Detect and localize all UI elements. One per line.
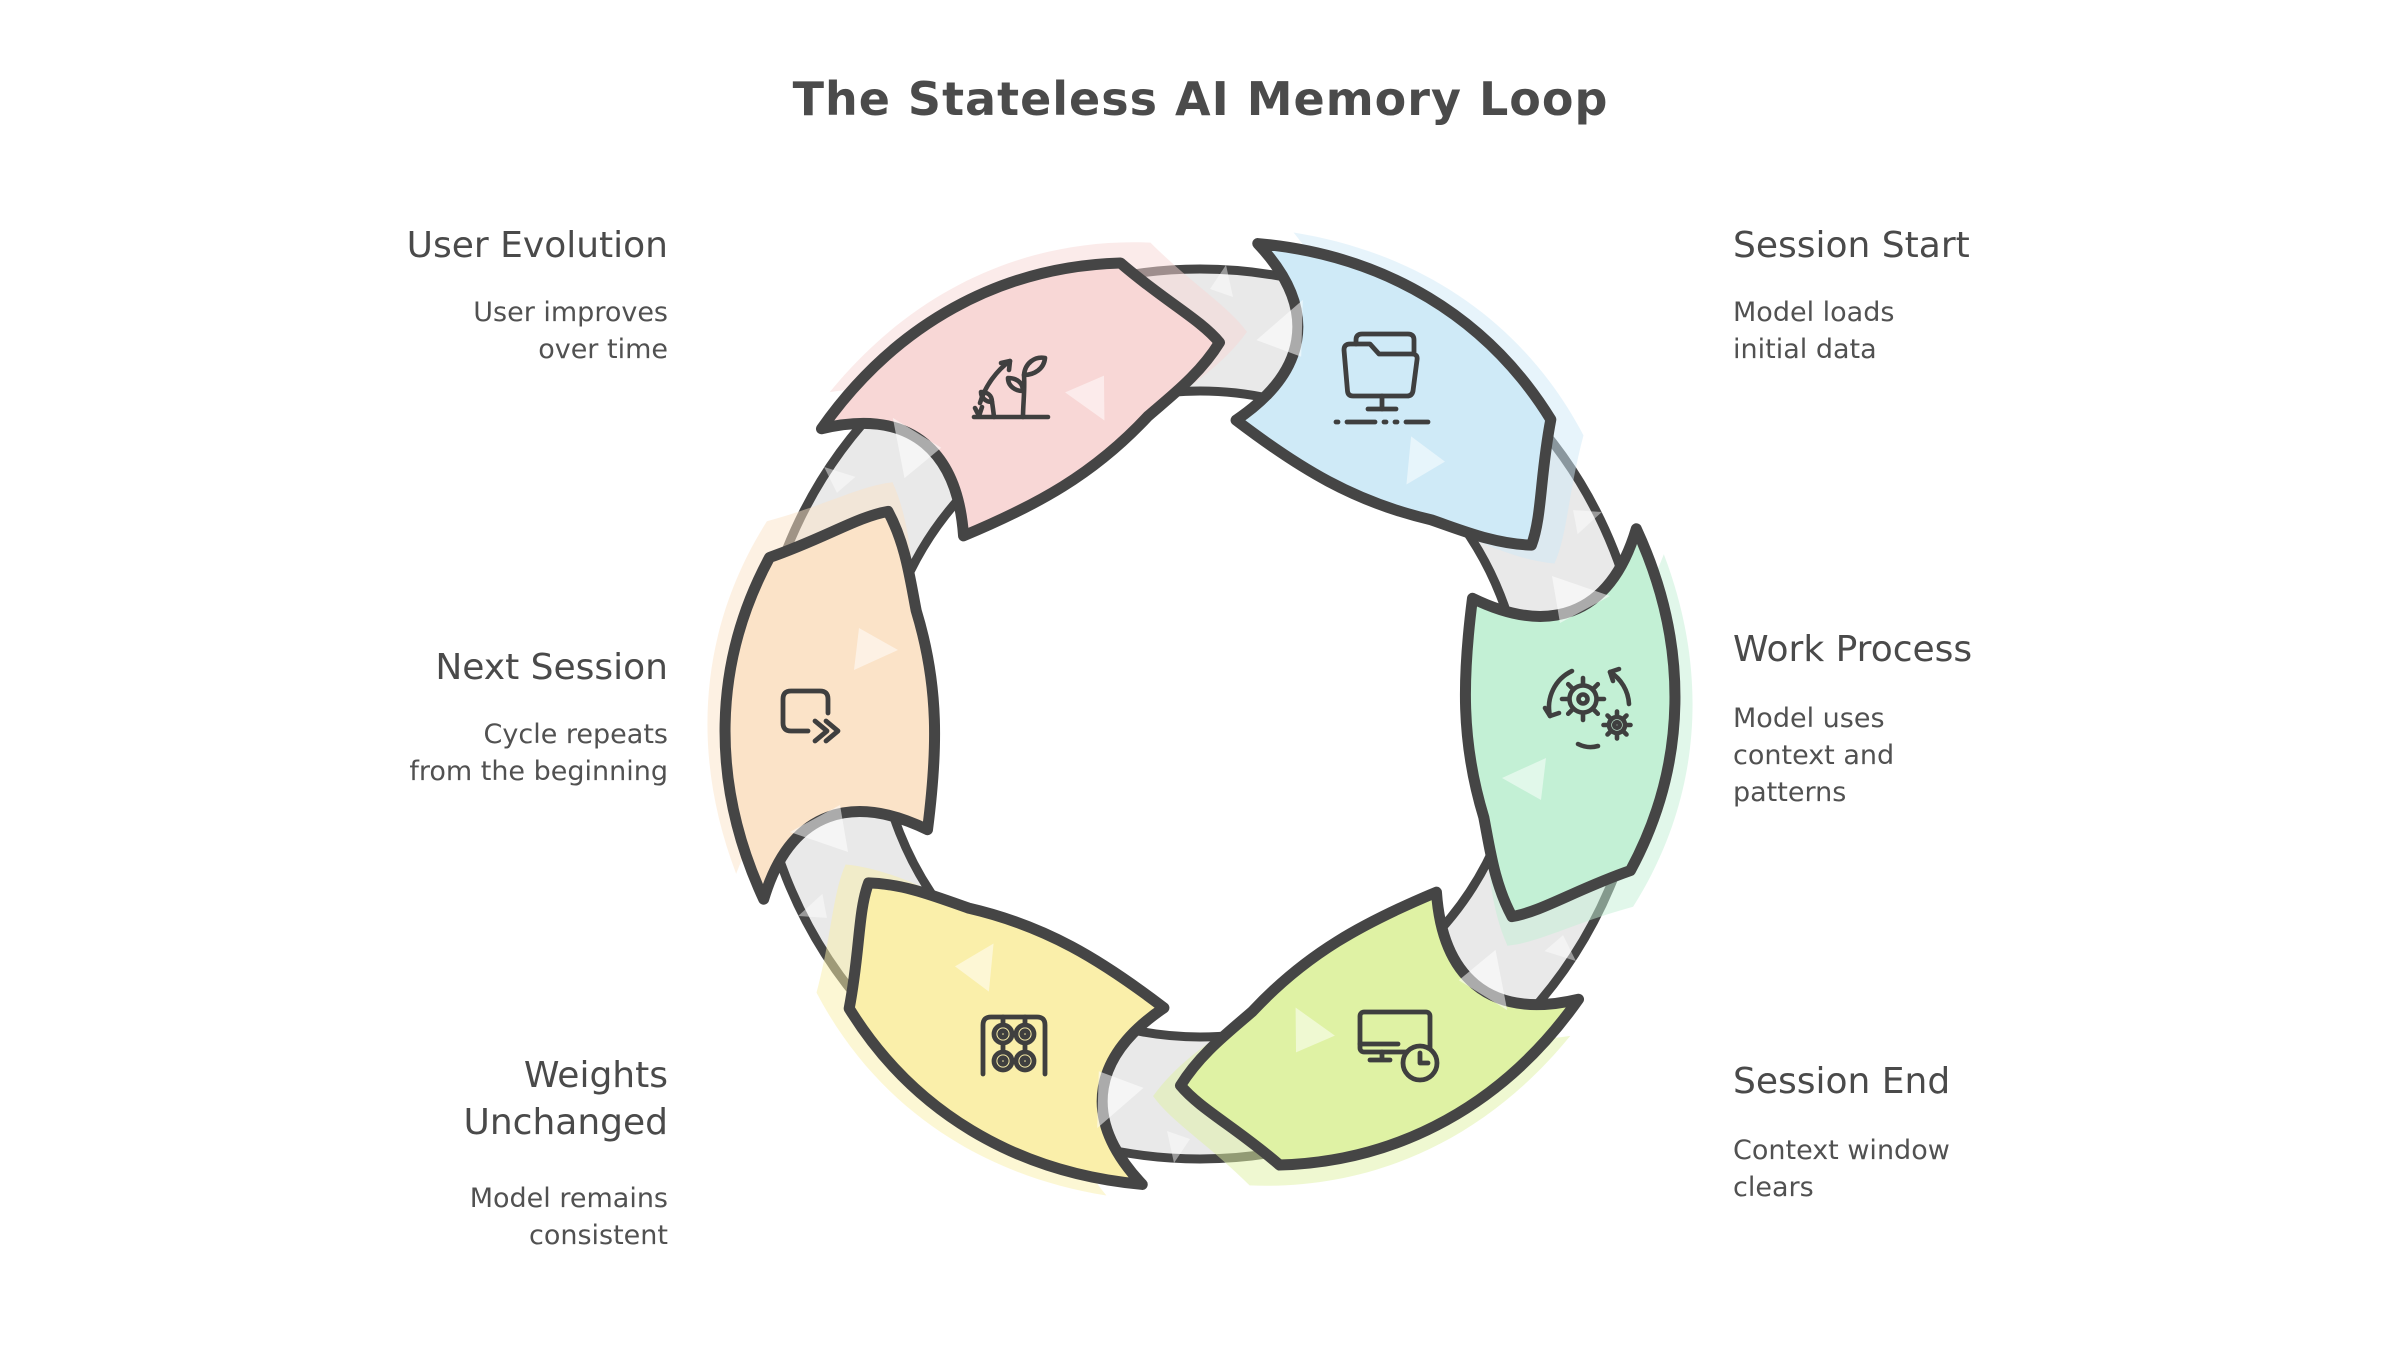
label-user-evolution: User Evolution — [406, 225, 668, 266]
folder-network-icon — [1333, 331, 1431, 425]
repeat-icon — [780, 688, 841, 744]
gears-cycle-icon — [1542, 666, 1633, 750]
desc-work-process: Model uses context and patterns — [1733, 703, 1895, 808]
monitor-clock-icon — [1357, 1009, 1440, 1083]
desc-session-end: Context window clears — [1733, 1135, 1950, 1203]
weights-grid-icon — [980, 1014, 1048, 1077]
desc-user-evolution: User improves over time — [473, 297, 668, 365]
label-session-start: Session Start — [1733, 225, 1970, 266]
desc-weights-unchanged: Model remains consistent — [469, 1183, 668, 1251]
growth-plant-icon — [971, 355, 1051, 420]
label-next-session: Next Session — [435, 647, 668, 688]
label-session-end: Session End — [1733, 1061, 1951, 1102]
desc-session-start: Model loads initial data — [1733, 297, 1895, 365]
page-title: The Stateless AI Memory Loop — [792, 72, 1609, 126]
label-work-process: Work Process — [1733, 629, 1973, 670]
desc-next-session: Cycle repeats from the beginning — [409, 719, 668, 787]
label-weights-unchanged: Weights Unchanged — [463, 1055, 668, 1143]
